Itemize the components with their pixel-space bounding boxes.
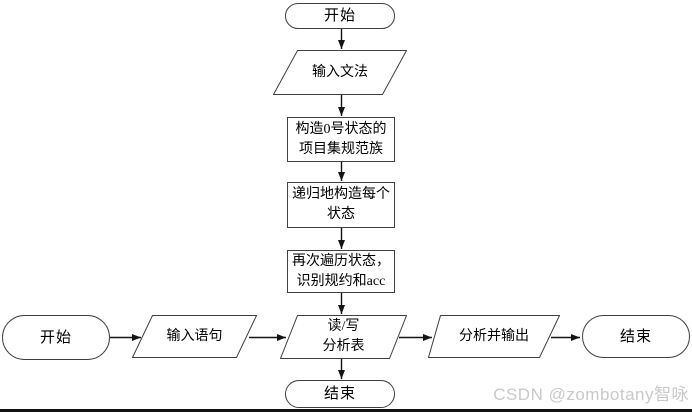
- node-start-bottom: 开始: [2, 315, 110, 360]
- node-recursive-construct: 递归地构造每个 状态: [287, 182, 395, 228]
- node-analyze-output-label: 分析并输出: [459, 328, 529, 344]
- node-end-right: 结束: [582, 315, 690, 358]
- node-input-sentence-label: 输入语句: [166, 328, 223, 344]
- node-end-right-label: 结束: [619, 328, 652, 345]
- parallelogram-shape: [273, 50, 407, 95]
- parallelogram-shape: [280, 315, 407, 359]
- node-start-bottom-label: 开始: [39, 329, 72, 346]
- node-start-top: 开始: [285, 3, 395, 29]
- parallelogram-shape: [132, 315, 257, 358]
- node-start-top-label: 开始: [323, 8, 356, 24]
- parallelogram-shape: [428, 315, 560, 358]
- node-analyze-output: 分析并输出: [428, 315, 560, 358]
- node-construct-state0: 构造0号状态的 项目集规范族: [287, 117, 395, 162]
- bottom-border-line: [0, 409, 692, 412]
- node-traverse-states-label: 再次遍历状态， 识别规约和acc: [292, 253, 390, 289]
- node-input-grammar: 输入文法: [273, 50, 407, 95]
- node-input-grammar-label: 输入文法: [312, 64, 368, 80]
- node-rw-table-label: 读/写 分析表: [322, 319, 365, 354]
- node-rw-table: 读/写 分析表: [280, 315, 407, 359]
- node-input-sentence: 输入语句: [132, 315, 257, 358]
- node-construct-state0-label: 构造0号状态的 项目集规范族: [295, 121, 387, 157]
- node-traverse-states: 再次遍历状态， 识别规约和acc: [287, 250, 395, 293]
- node-end-bottom-label: 结束: [323, 386, 356, 402]
- node-recursive-construct-label: 递归地构造每个 状态: [292, 187, 390, 222]
- csdn-watermark: CSDN @zombotany智咏: [493, 385, 689, 404]
- node-end-bottom: 结束: [285, 380, 395, 408]
